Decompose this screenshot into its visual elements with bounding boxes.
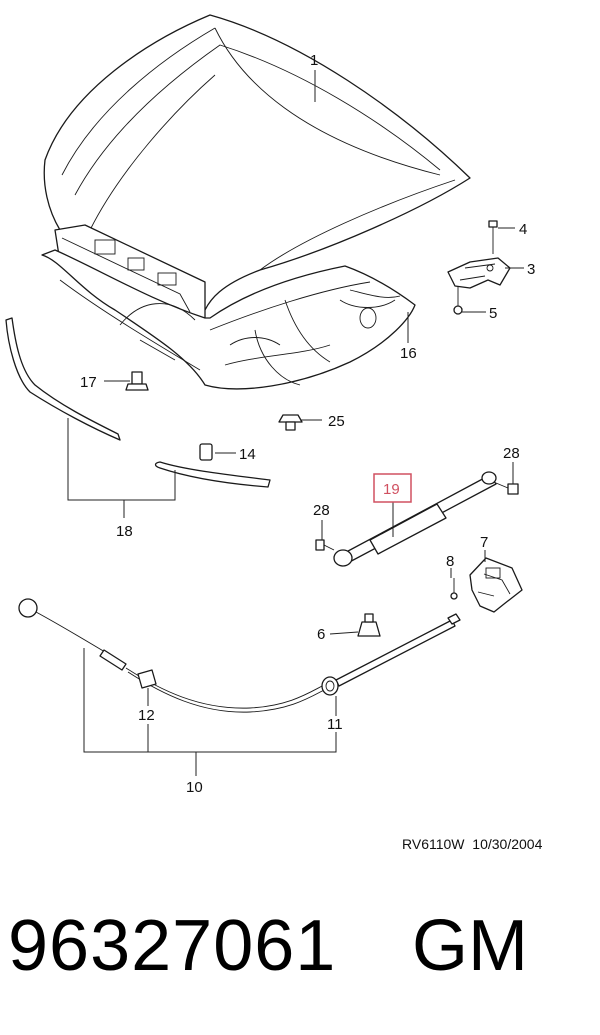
callout-1: 1 bbox=[310, 52, 318, 69]
callout-6: 6 bbox=[317, 626, 325, 643]
callout-28-upper: 28 bbox=[503, 445, 520, 462]
leader-lines bbox=[67, 70, 524, 776]
callout-18: 18 bbox=[116, 523, 133, 540]
gas-strut bbox=[333, 471, 497, 567]
ball-stud-28-lower bbox=[315, 539, 335, 551]
callout-5: 5 bbox=[489, 305, 497, 322]
hood-panel bbox=[43, 14, 471, 321]
callout-4: 4 bbox=[519, 221, 527, 238]
callout-7: 7 bbox=[480, 534, 488, 551]
bumper-14 bbox=[199, 443, 213, 461]
callout-12: 12 bbox=[138, 707, 155, 724]
bolt-5 bbox=[453, 287, 463, 315]
bolt-8 bbox=[450, 578, 458, 600]
hood-hinge bbox=[447, 257, 511, 289]
clip-17 bbox=[125, 371, 149, 391]
hood-latch bbox=[469, 557, 523, 613]
callout-10: 10 bbox=[186, 779, 203, 796]
bolt-4 bbox=[488, 220, 498, 254]
part-number: 96327061 bbox=[8, 906, 337, 986]
parts-diagram: 1 3 4 5 6 7 8 10 11 12 14 16 17 18 19 25… bbox=[5, 14, 535, 796]
callout-25: 25 bbox=[328, 413, 345, 430]
callout-17: 17 bbox=[80, 374, 97, 391]
clip-12 bbox=[137, 669, 157, 689]
ball-stud-28-upper bbox=[495, 482, 519, 495]
callout-19: 19 bbox=[383, 481, 400, 498]
release-handle bbox=[357, 613, 381, 637]
grommet-25 bbox=[278, 414, 303, 431]
callout-19-highlight-box bbox=[373, 473, 412, 503]
callout-28-lower: 28 bbox=[313, 502, 330, 519]
callout-14: 14 bbox=[239, 446, 256, 463]
callout-11: 11 bbox=[327, 716, 343, 733]
brand-name: GM bbox=[412, 906, 528, 986]
callout-3: 3 bbox=[527, 261, 535, 278]
grommet-11 bbox=[321, 676, 339, 696]
callout-16: 16 bbox=[400, 345, 417, 362]
callouts: 1 3 4 5 6 7 8 10 11 12 14 16 17 18 19 25… bbox=[80, 52, 535, 796]
release-cable bbox=[18, 598, 461, 713]
callout-8: 8 bbox=[446, 553, 454, 570]
hood-weatherstrip bbox=[5, 317, 271, 488]
hood-inner-panel bbox=[41, 249, 416, 390]
footer: 96327061 GM bbox=[8, 905, 588, 1005]
drawing-reference-code: RV6110W 10/30/2004 bbox=[402, 836, 543, 852]
